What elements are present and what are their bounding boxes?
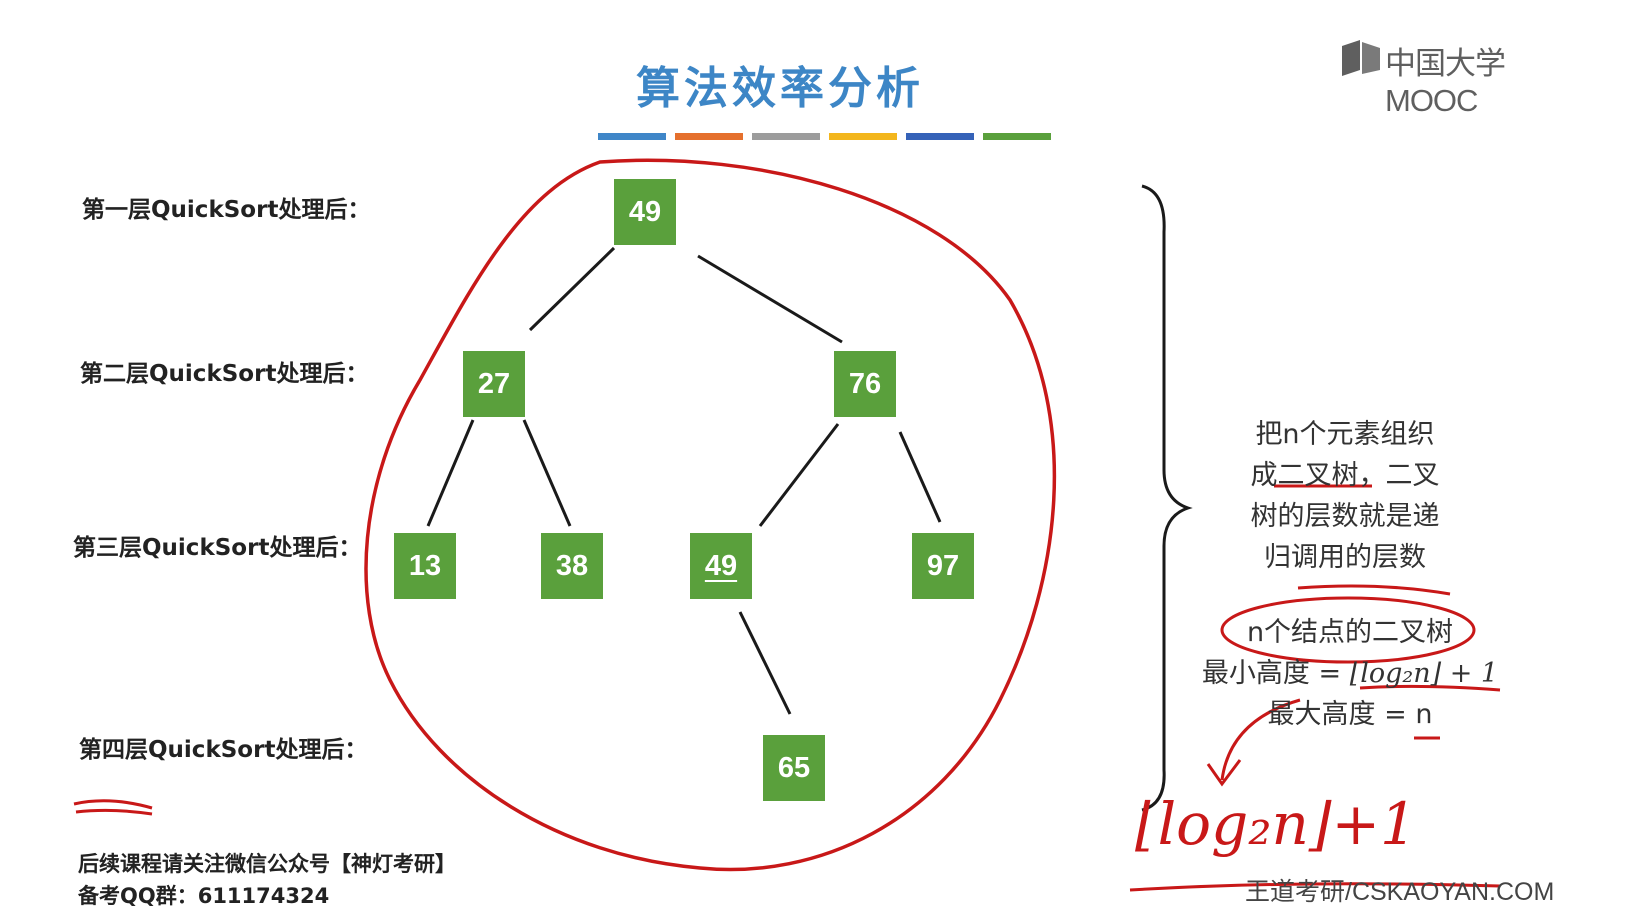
node-level2-left: 27 xyxy=(463,351,525,417)
title-color-bar xyxy=(598,133,1060,140)
color-segment xyxy=(675,133,743,140)
min-height-math: ⌊log₂n⌋ + 1 xyxy=(1349,658,1499,689)
note-line-2: 成二叉树，二叉 xyxy=(1250,460,1440,491)
edge-27-13 xyxy=(426,419,475,527)
height-formula: n个结点的二叉树 最小高度 = ⌊log₂n⌋ + 1 最大高度 = n xyxy=(1180,612,1520,735)
color-segment xyxy=(906,133,974,140)
red-circle-heading xyxy=(1220,596,1476,664)
watermark: 王道考研/CSKAOYAN.COM xyxy=(1245,878,1555,906)
color-segment xyxy=(598,133,666,140)
edge-76-97 xyxy=(898,431,942,523)
node-level3-2: 38 xyxy=(541,533,603,599)
level-4-label: 第四层QuickSort处理后： xyxy=(79,737,368,763)
note-line-4: 归调用的层数 xyxy=(1264,542,1426,573)
min-height-label: 最小高度 = xyxy=(1201,658,1350,689)
edge-27-38 xyxy=(522,419,572,527)
level-3-label: 第三层QuickSort处理后： xyxy=(73,535,362,561)
max-height-value: n xyxy=(1415,699,1433,730)
logo-text: 中国大学MOOC xyxy=(1385,46,1506,118)
tree-edges xyxy=(426,246,942,715)
mooc-logo: 中国大学MOOC xyxy=(1340,38,1590,118)
red-arrow xyxy=(1206,698,1301,787)
color-segment xyxy=(983,133,1051,140)
note-line-3: 树的层数就是递 xyxy=(1250,501,1440,532)
note-line-1: 把n个元素组织 xyxy=(1255,419,1435,450)
color-segment xyxy=(752,133,820,140)
edge-49-76 xyxy=(697,254,843,344)
footer-line-1: 后续课程请关注微信公众号【神灯考研】 xyxy=(78,852,456,876)
red-loop-annotation xyxy=(364,158,1057,872)
red-mark-note xyxy=(1297,584,1451,596)
red-underline-level4 xyxy=(73,799,153,816)
node-level4: 65 xyxy=(763,735,825,801)
color-segment xyxy=(829,133,897,140)
max-height-label: 最大高度 = xyxy=(1267,699,1416,730)
curly-brace xyxy=(1141,184,1193,812)
level-1-label: 第一层QuickSort处理后： xyxy=(82,197,371,223)
explanation-note: 把n个元素组织 成二叉树，二叉 树的层数就是递 归调用的层数 xyxy=(1195,414,1495,578)
handwritten-formula: ⌊log₂n⌋+1 xyxy=(1135,790,1417,858)
edge-76-49 xyxy=(758,423,840,527)
level-2-label: 第二层QuickSort处理后： xyxy=(80,361,369,387)
node-level3-3: 49 xyxy=(690,533,752,599)
mooc-book-icon xyxy=(1342,40,1380,76)
slide-title: 算法效率分析 xyxy=(636,63,924,114)
node-root: 49 xyxy=(614,179,676,245)
edge-49-65 xyxy=(738,611,792,715)
node-level3-1: 13 xyxy=(394,533,456,599)
edge-49-27 xyxy=(528,246,616,332)
footer-line-2: 备考QQ群：611174324 xyxy=(78,884,330,908)
node-level2-right: 76 xyxy=(834,351,896,417)
formula-heading: n个结点的二叉树 xyxy=(1246,617,1454,648)
formula-min-height: 最小高度 = ⌊log₂n⌋ + 1 xyxy=(1180,653,1520,694)
red-underline-formula xyxy=(1359,684,1501,692)
formula-max-height: 最大高度 = n xyxy=(1180,694,1520,735)
red-underline-handwriting xyxy=(1129,882,1501,892)
node-level3-4: 97 xyxy=(912,533,974,599)
